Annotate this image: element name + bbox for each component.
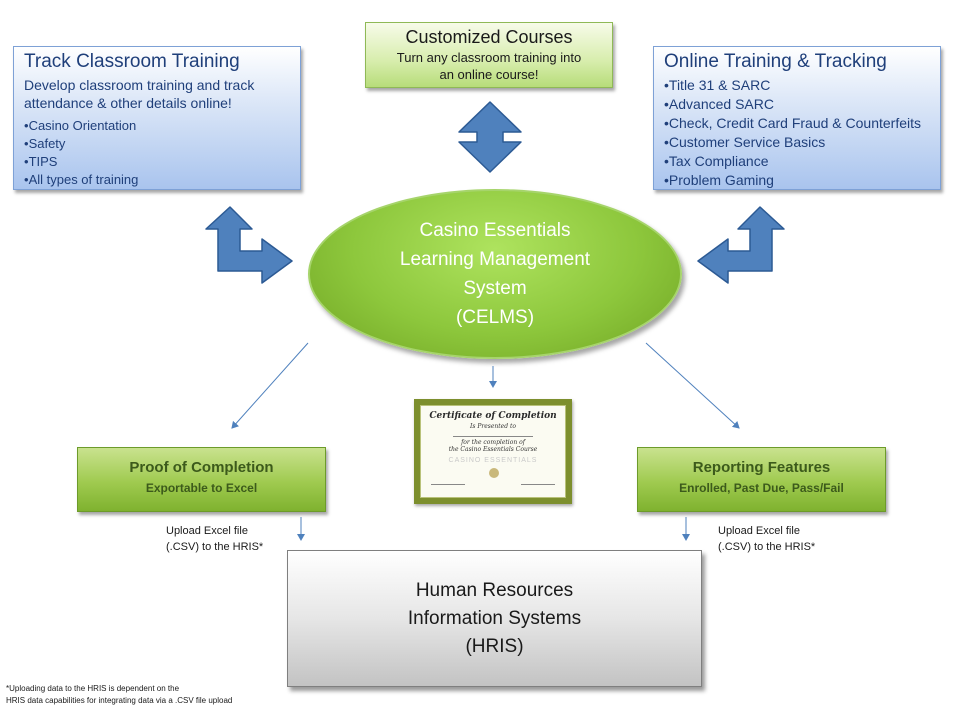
proof-of-completion-box: Proof of Completion Exportable to Excel bbox=[77, 447, 326, 512]
online-training-box: Online Training & Tracking Title 31 & SA… bbox=[653, 46, 941, 190]
reporting-features-box: Reporting Features Enrolled, Past Due, P… bbox=[637, 447, 886, 512]
list-item: Customer Service Basics bbox=[664, 133, 930, 152]
proof-title: Proof of Completion bbox=[129, 459, 274, 476]
classroom-subtitle-line1: Develop classroom training and track bbox=[24, 77, 255, 93]
hris-box: Human Resources Information Systems (HRI… bbox=[287, 550, 702, 687]
list-item: All types of training bbox=[24, 171, 290, 189]
upload-note-left: Upload Excel file (.CSV) to the HRIS* bbox=[166, 523, 263, 555]
list-item: Problem Gaming bbox=[664, 171, 930, 190]
celms-line3: System bbox=[463, 278, 527, 299]
double-arrow-vertical-icon bbox=[458, 101, 522, 173]
proof-subtitle: Exportable to Excel bbox=[145, 481, 258, 495]
celms-line2: Learning Management bbox=[399, 249, 591, 270]
list-item: Safety bbox=[24, 135, 290, 153]
hris-line2: Information Systems bbox=[407, 608, 582, 629]
certificate-name-line bbox=[453, 436, 533, 437]
certificate-inner: Certificate of Completion Is Presented t… bbox=[420, 405, 566, 498]
upload-left-line2: (.CSV) to the HRIS* bbox=[166, 541, 264, 553]
bent-double-arrow-right-icon bbox=[697, 206, 785, 284]
certificate-for-completion: for the completion of bbox=[461, 439, 525, 446]
list-item: Title 31 & SARC bbox=[664, 76, 930, 95]
customized-subtitle-line1: Turn any classroom training into bbox=[396, 50, 582, 65]
footnote-line2: HRIS data capabilities for integrating d… bbox=[6, 696, 233, 705]
classroom-list: Casino Orientation Safety TIPS All types… bbox=[24, 117, 290, 189]
list-item: Tax Compliance bbox=[664, 152, 930, 171]
customized-title: Customized Courses bbox=[405, 27, 573, 47]
upload-right-line2: (.CSV) to the HRIS* bbox=[718, 541, 816, 553]
connector-left-arrow bbox=[231, 342, 309, 429]
list-item: TIPS bbox=[24, 153, 290, 171]
classroom-subtitle: Develop classroom training and track att… bbox=[24, 76, 290, 112]
certificate-watermark: CASINO ESSENTIALS bbox=[448, 457, 538, 464]
certificate-seal-icon bbox=[489, 468, 499, 478]
certificate-presented: Is Presented to bbox=[469, 423, 517, 430]
customized-subtitle: Turn any classroom training into an onli… bbox=[372, 49, 606, 83]
reporting-subtitle: Enrolled, Past Due, Pass/Fail bbox=[679, 481, 844, 495]
certificate-signature-line bbox=[521, 484, 555, 485]
classroom-title: Track Classroom Training bbox=[24, 51, 240, 72]
list-item: Casino Orientation bbox=[24, 117, 290, 135]
classroom-subtitle-line2: attendance & other details online! bbox=[24, 95, 232, 111]
track-classroom-training-box: Track Classroom Training Develop classro… bbox=[13, 46, 301, 190]
online-list: Title 31 & SARC Advanced SARC Check, Cre… bbox=[664, 76, 930, 190]
upload-left-line1: Upload Excel file bbox=[166, 525, 248, 537]
connector-right-arrow bbox=[645, 342, 740, 429]
hris-line1: Human Resources bbox=[415, 580, 574, 601]
celms-ellipse: Casino Essentials Learning Management Sy… bbox=[308, 189, 682, 359]
upload-note-right: Upload Excel file (.CSV) to the HRIS* bbox=[718, 523, 815, 555]
upload-right-line1: Upload Excel file bbox=[718, 525, 800, 537]
customized-subtitle-line2: an online course! bbox=[439, 67, 539, 82]
customized-courses-box: Customized Courses Turn any classroom tr… bbox=[365, 22, 613, 88]
list-item: Advanced SARC bbox=[664, 95, 930, 114]
online-title: Online Training & Tracking bbox=[664, 51, 887, 72]
certificate-signature-line bbox=[431, 484, 465, 485]
celms-line1: Casino Essentials bbox=[419, 220, 571, 241]
footnote-line1: *Uploading data to the HRIS is dependent… bbox=[6, 684, 180, 693]
certificate-title: Certificate of Completion bbox=[429, 411, 557, 421]
certificate-image: Certificate of Completion Is Presented t… bbox=[414, 399, 572, 504]
list-item: Check, Credit Card Fraud & Counterfeits bbox=[664, 114, 930, 133]
bent-double-arrow-left-icon bbox=[205, 206, 293, 284]
certificate-course: the Casino Essentials Course bbox=[448, 446, 538, 453]
hris-line3: (HRIS) bbox=[465, 636, 524, 657]
footnote: *Uploading data to the HRIS is dependent… bbox=[6, 683, 232, 707]
celms-line4: (CELMS) bbox=[455, 307, 535, 328]
reporting-title: Reporting Features bbox=[692, 459, 831, 476]
